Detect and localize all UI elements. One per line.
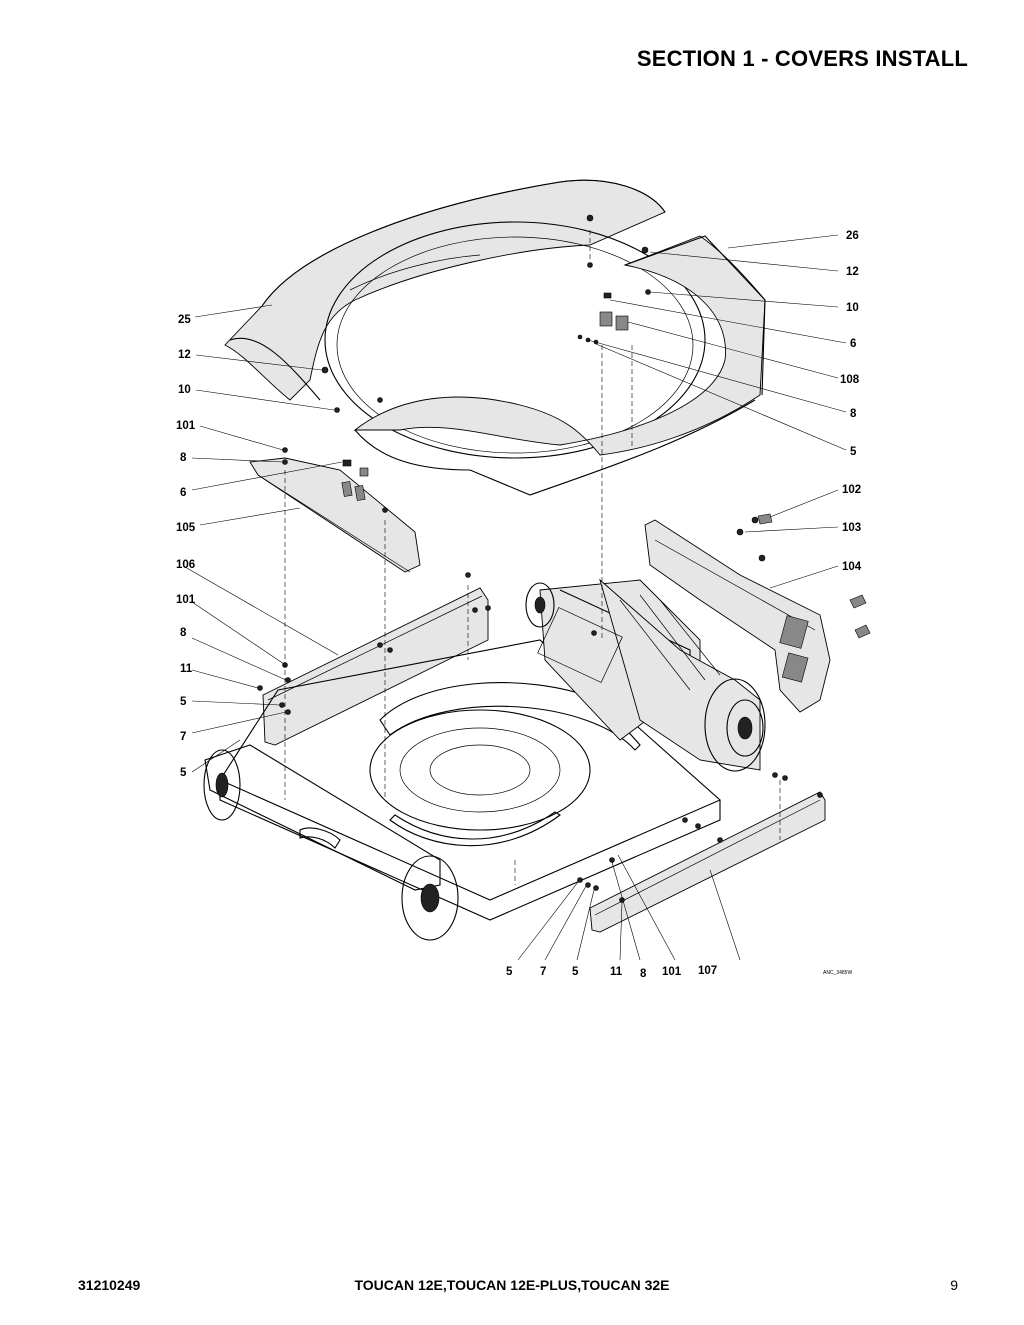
front-side-panel xyxy=(589,791,826,933)
callout-108: 108 xyxy=(840,374,860,386)
callout-102: 102 xyxy=(842,484,861,496)
section-title: SECTION 1 - COVERS INSTALL xyxy=(636,46,968,71)
drive-motor-assembly xyxy=(525,578,766,772)
callout-105: 105 xyxy=(176,522,196,534)
callout-10-right: 10 xyxy=(846,302,859,314)
callout-5-right: 5 xyxy=(850,446,857,458)
callout-101-mid: 101 xyxy=(176,594,196,606)
callout-5-bottom-1: 5 xyxy=(506,966,513,978)
callout-8-right: 8 xyxy=(850,408,857,420)
callout-101-bottom: 101 xyxy=(662,966,682,978)
footer-model-list: TOUCAN 12E,TOUCAN 12E-PLUS,TOUCAN 32E xyxy=(354,1277,670,1293)
footer-page-number: 9 xyxy=(950,1277,958,1293)
drawing-reference-code: ANC_3485W xyxy=(823,970,852,976)
callout-104: 104 xyxy=(842,561,862,573)
callout-12-left: 12 xyxy=(178,349,191,361)
callout-101-left: 101 xyxy=(176,420,196,432)
callout-6-left: 6 xyxy=(180,487,186,499)
callout-8-left: 8 xyxy=(180,452,187,464)
fasteners xyxy=(257,214,871,903)
footer-document-number: 31210249 xyxy=(78,1277,141,1293)
top-cover xyxy=(224,179,766,496)
callout-106: 106 xyxy=(176,559,195,571)
callout-8-bottom: 8 xyxy=(640,968,647,980)
callout-labels: 26 12 10 6 108 8 5 25 12 10 101 8 6 105 … xyxy=(176,230,862,980)
callout-10-left: 10 xyxy=(178,384,191,396)
callout-11-bottom: 11 xyxy=(610,966,623,978)
callout-7-mid: 7 xyxy=(180,731,186,743)
callout-5-bottom-2: 5 xyxy=(572,966,579,978)
alignment-lines xyxy=(284,230,781,885)
callout-6-right: 6 xyxy=(850,338,856,350)
chassis-base xyxy=(203,639,722,941)
callout-8-mid: 8 xyxy=(180,627,187,639)
callout-5-mid: 5 xyxy=(180,696,187,708)
exploded-parts-diagram: 26 12 10 6 108 8 5 25 12 10 101 8 6 105 … xyxy=(150,160,890,990)
callout-26: 26 xyxy=(846,230,859,242)
callout-107: 107 xyxy=(698,965,717,977)
callout-12-right: 12 xyxy=(846,266,859,278)
left-side-panel xyxy=(262,587,489,746)
front-panel xyxy=(249,457,421,573)
callout-7-bottom: 7 xyxy=(540,966,546,978)
callout-103: 103 xyxy=(842,522,861,534)
rear-bracket xyxy=(644,519,831,713)
callout-11-mid: 11 xyxy=(180,663,193,675)
callout-5-bottom-left: 5 xyxy=(180,767,187,779)
leader-lines xyxy=(184,234,847,961)
callout-25: 25 xyxy=(178,314,191,326)
